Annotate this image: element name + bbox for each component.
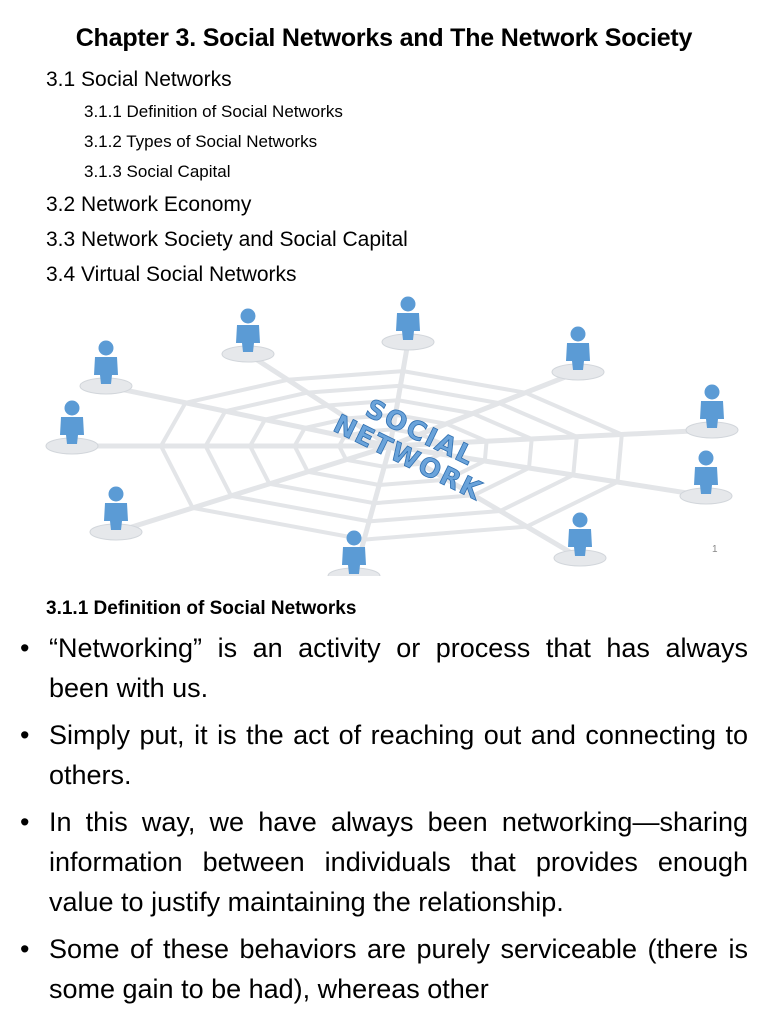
- toc-item-3-2: 3.2 Network Economy: [46, 193, 252, 216]
- person-icon: [89, 486, 143, 541]
- web-ring: [159, 369, 624, 542]
- bullet-dot-icon: •: [20, 633, 30, 663]
- bullet-list: • “Networking” is an activity or process…: [20, 628, 748, 1016]
- bullet-item: • “Networking” is an activity or process…: [20, 628, 748, 708]
- toc-item-3-3: 3.3 Network Society and Social Capital: [46, 228, 408, 251]
- toc-item-3-1-3: 3.1.3 Social Capital: [84, 162, 231, 181]
- person-icon: [685, 384, 739, 439]
- person-icon: [551, 326, 605, 381]
- person-icon: [553, 512, 607, 567]
- toc-item-3-4: 3.4 Virtual Social Networks: [46, 263, 297, 286]
- person-icon: [79, 340, 133, 395]
- bullet-item: • Some of these behaviors are purely ser…: [20, 929, 748, 1009]
- bullet-text: In this way, we have always been network…: [49, 807, 748, 917]
- person-icon: [221, 308, 275, 363]
- web-spoke: [387, 443, 709, 499]
- web-ring: [337, 427, 444, 469]
- toc-item-3-1-1: 3.1.1 Definition of Social Networks: [84, 102, 343, 121]
- web-ring: [292, 412, 489, 487]
- person-icon: [679, 450, 733, 505]
- slide-chapter-overview: Chapter 3. Social Networks and The Netwo…: [45, 24, 739, 576]
- slide-definition: 3.1.1 Definition of Social Networks • “N…: [0, 576, 768, 1024]
- table-of-contents: 3.1 Social Networks 3.1.1 Definition of …: [46, 62, 408, 292]
- section-heading: 3.1.1 Definition of Social Networks: [46, 598, 357, 619]
- person-icon: [327, 530, 381, 576]
- social-network-illustration: SOCIAL NETWORK: [45, 296, 739, 576]
- bullet-item: • In this way, we have always been netwo…: [20, 802, 748, 922]
- web-rings: [159, 369, 624, 542]
- person-icon: [381, 296, 435, 351]
- chapter-title: Chapter 3. Social Networks and The Netwo…: [75, 24, 693, 52]
- bullet-text: “Networking” is an activity or process t…: [49, 633, 748, 703]
- bullet-dot-icon: •: [20, 807, 30, 837]
- person-icon: [45, 400, 99, 455]
- people-figures: [45, 296, 739, 576]
- bullet-text: Simply put, it is the act of reaching ou…: [49, 720, 748, 790]
- bullet-item: • Simply put, it is the act of reaching …: [20, 715, 748, 795]
- bullet-dot-icon: •: [20, 720, 30, 750]
- toc-item-3-1-2: 3.1.2 Types of Social Networks: [84, 132, 318, 151]
- web-ring: [203, 383, 579, 524]
- bullet-text: Some of these behaviors are purely servi…: [49, 934, 748, 1004]
- toc-item-3-1: 3.1 Social Networks: [46, 68, 232, 91]
- web-spoke: [387, 427, 715, 449]
- page-number: 1: [712, 544, 718, 555]
- bullet-dot-icon: •: [20, 934, 30, 964]
- web-ring: [248, 398, 534, 506]
